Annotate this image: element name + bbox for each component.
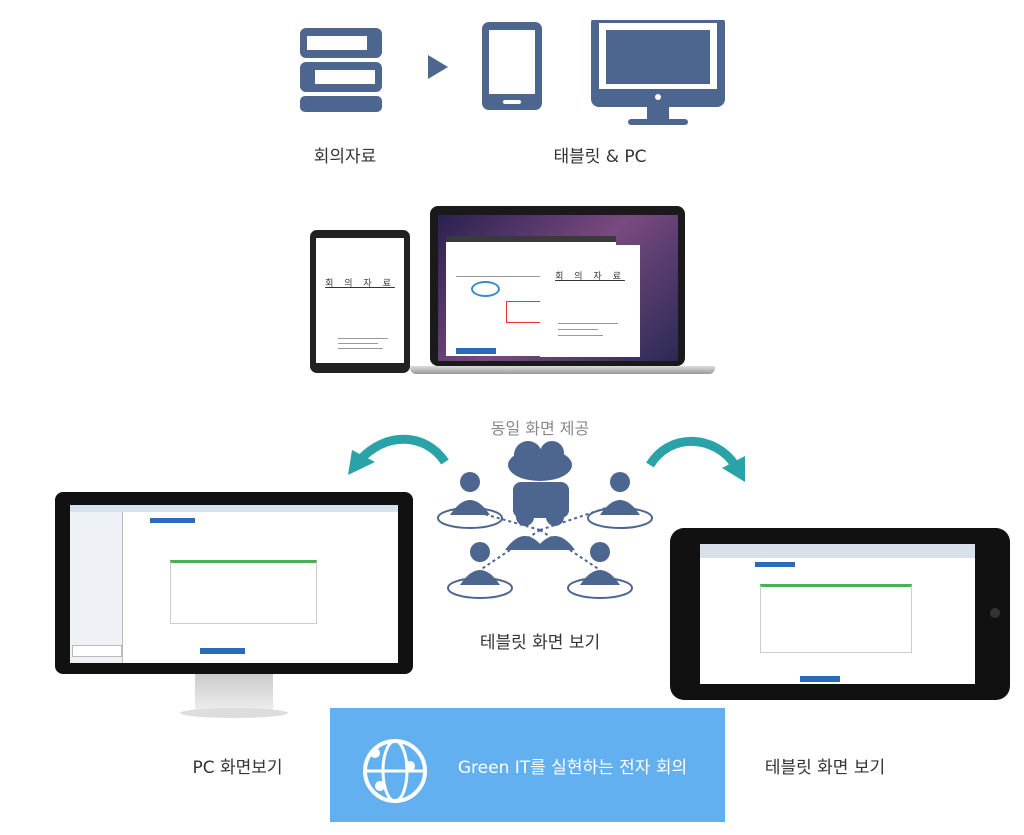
users-icon xyxy=(437,472,653,599)
pc-monitor xyxy=(55,492,413,674)
tablet-icon xyxy=(482,22,542,110)
green-it-banner: Green IT를 실현하는 전자 회의 xyxy=(330,708,725,822)
globe-users-icon xyxy=(363,739,427,803)
arrow-right-icon xyxy=(646,436,739,468)
books-icon xyxy=(300,28,382,112)
preview-tablet: 회 의 자 료 xyxy=(310,230,410,373)
arrow-left-icon xyxy=(356,434,449,465)
monitor-icon xyxy=(591,20,725,125)
label-meeting-materials: 회의자료 xyxy=(313,147,377,167)
top-icons xyxy=(300,20,725,125)
same-screen-label: 동일 화면 제공 xyxy=(490,419,590,438)
preview-laptop: 회 의 자 료 xyxy=(430,206,685,366)
banner-text: Green IT를 실현하는 전자 회의 xyxy=(457,758,688,778)
pc-view-label: PC 화면보기 xyxy=(192,758,283,778)
network-diagram xyxy=(348,434,745,599)
arrow-right-icon xyxy=(428,55,448,79)
doc-title-laptop: 회 의 자 료 xyxy=(555,272,625,282)
label-tablet-pc: 태블릿 & PC xyxy=(553,147,647,167)
tablet-view-label-right: 테블릿 화면 보기 xyxy=(764,758,886,778)
tablet-view-label-center: 테블릿 화면 보기 xyxy=(479,633,601,653)
doc-title: 회 의 자 료 xyxy=(325,279,395,289)
cloud-icon xyxy=(508,441,572,481)
tablet-device xyxy=(670,528,1010,700)
